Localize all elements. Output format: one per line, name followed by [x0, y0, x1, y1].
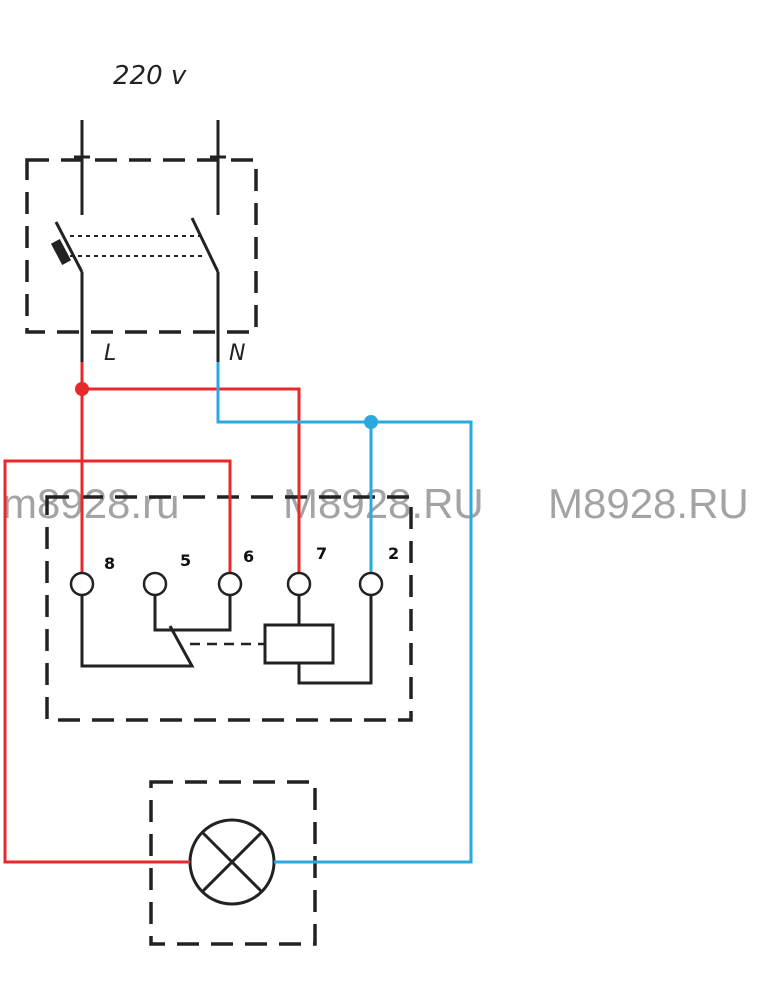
relay-coil: [263, 623, 335, 665]
watermark-right: M8928.RU: [548, 480, 749, 527]
breaker-housing: [25, 158, 258, 334]
neutral-wires: [216, 362, 473, 864]
label-neutral: N: [229, 341, 245, 366]
terminal-5: [142, 571, 168, 597]
terminal-7: [286, 571, 312, 597]
phase-wire-to-7: [82, 387, 301, 578]
circuit-breaker: [25, 120, 258, 362]
relay-terminals: [69, 571, 384, 597]
breaker-blade-l: [54, 221, 84, 273]
terminal-label-6: 6: [243, 547, 254, 566]
phase-junction: [75, 382, 89, 396]
terminal-label-5: 5: [180, 551, 191, 570]
breaker-trip-element: [50, 239, 72, 265]
neutral-junction: [364, 415, 378, 429]
phase-wires: [3, 362, 301, 864]
breaker-blade-n: [190, 217, 220, 273]
relay-contact-common: [80, 596, 195, 668]
label-line: L: [104, 341, 116, 366]
terminal-6: [217, 571, 243, 597]
terminal-label-8: 8: [104, 554, 115, 573]
watermark-center: M8928.RU: [283, 480, 484, 527]
terminal-label-7: 7: [316, 544, 327, 563]
voltage-label: 220 v: [113, 61, 187, 91]
watermark-left: m8928.ru: [2, 480, 179, 527]
relay-contact-path: [153, 596, 232, 632]
neutral-wire-to-lamp: [216, 362, 473, 864]
terminal-label-2: 2: [388, 544, 399, 563]
terminal-2: [358, 571, 384, 597]
phase-wire-6-to-lamp: [3, 459, 232, 864]
terminal-8: [69, 571, 95, 597]
